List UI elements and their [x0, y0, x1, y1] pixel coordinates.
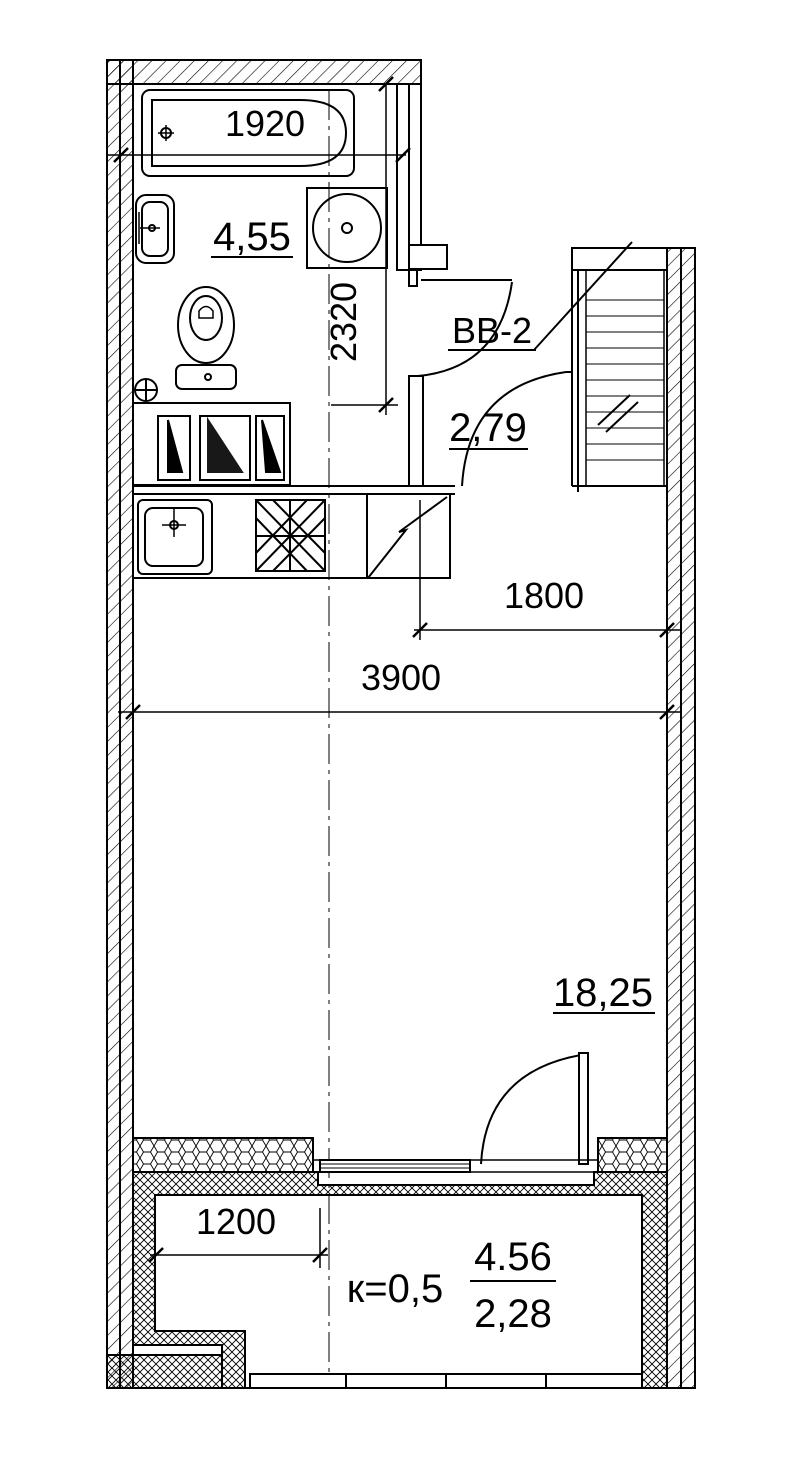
- fridge-icon: [366, 493, 451, 579]
- room-width-label: 3900: [361, 657, 441, 698]
- wardrobe-icon: [585, 269, 665, 487]
- balcony-coefficient-label: к=0,5: [347, 1267, 443, 1311]
- cooktop-icon: [255, 499, 326, 572]
- bathtub-icon: [141, 89, 355, 177]
- bathtub-dimension: [107, 147, 411, 163]
- room-area-label: 18,25: [553, 971, 653, 1015]
- hallway-door: [461, 248, 667, 492]
- balcony-door: [480, 1052, 589, 1165]
- bathroom-height-dimension: [331, 76, 398, 415]
- balcony-area-full-label: 4.56: [474, 1235, 552, 1279]
- washbasin-icon: [135, 194, 175, 264]
- balcony-parapet: [106, 1171, 668, 1389]
- balcony-partition: [132, 1137, 668, 1173]
- room-width-dimension: [118, 704, 680, 720]
- shaft-top-wall: [571, 247, 668, 271]
- outer-walls: [106, 59, 696, 1389]
- hallway-area-label: 2,79: [449, 406, 527, 450]
- balcony-area-reduced-label: 2,28: [474, 1292, 552, 1336]
- bathtub-length-label: 1920: [225, 103, 305, 144]
- bathroom-height-label: 2320: [323, 282, 364, 362]
- toilet-icon: [175, 286, 237, 390]
- bathroom-area-label: 4,55: [213, 215, 291, 259]
- hallway-width-dimension: [412, 500, 680, 640]
- riser-icon: [134, 378, 158, 402]
- washing-machine-icon: [306, 187, 388, 269]
- storage-cabinets: [132, 402, 291, 486]
- vent-leader-line: [533, 241, 633, 351]
- balcony-depth-label: 1200: [196, 1201, 276, 1242]
- balcony-depth-dimension: [148, 1208, 328, 1268]
- vent-label: ВВ-2: [452, 310, 532, 351]
- top-wall: [106, 59, 422, 85]
- hallway-width-label: 1800: [504, 575, 584, 616]
